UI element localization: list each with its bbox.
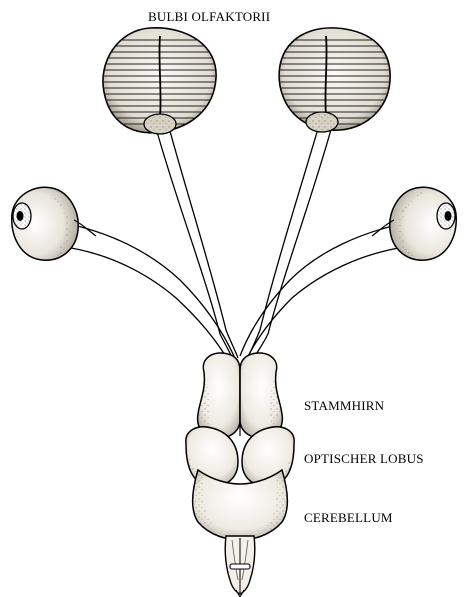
- olfactory-bulb-right: [270, 28, 400, 132]
- eye-right: [372, 187, 456, 260]
- label-bulbi-olfaktorii: BULBI OLFAKTORII: [148, 10, 270, 23]
- olfactory-tract-left: [156, 124, 238, 358]
- label-cerebellum: CEREBELLUM: [304, 511, 393, 524]
- label-optischer-lobus: OPTISCHER LOBUS: [304, 452, 424, 465]
- label-stammhirn: STAMMHIRN: [304, 399, 384, 412]
- olfactory-tract-right: [248, 122, 332, 358]
- eye-left: [12, 187, 96, 260]
- olfactory-bulb-left: [100, 28, 220, 134]
- stammhirn: [198, 353, 283, 438]
- cerebellum: [193, 470, 288, 540]
- medulla: [225, 536, 255, 597]
